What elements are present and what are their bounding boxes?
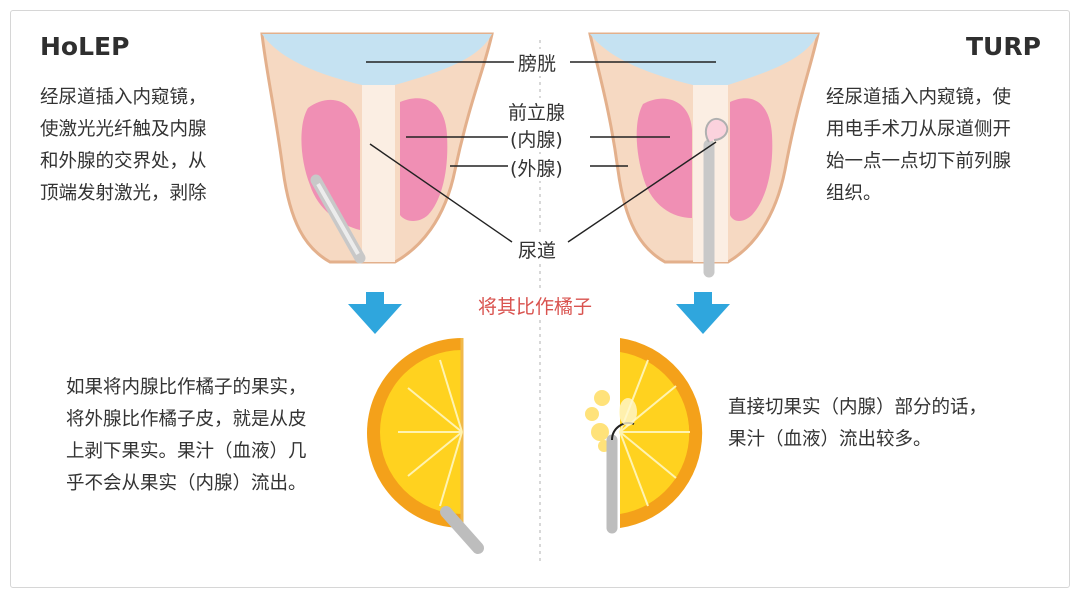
- holep-inner-gland-right: [400, 98, 448, 222]
- down-arrow-left-icon: [348, 292, 402, 334]
- turp-inner-gland-left: [636, 98, 692, 218]
- label-outer-gland: (外腺): [508, 154, 565, 181]
- holep-orange-icon: [367, 338, 484, 554]
- middle-caption: 将其比作橘子: [474, 292, 597, 319]
- holep-fiber: [440, 506, 484, 554]
- down-arrow-right-icon: [676, 292, 730, 334]
- label-urethra: 尿道: [516, 236, 559, 263]
- turp-loop: [704, 117, 729, 143]
- label-bladder: 膀胱: [516, 49, 559, 76]
- holep-description: 经尿道插入内窥镜， 使激光光纤触及内腺 和外腺的交界处，从 顶端发射激光，剥除: [40, 87, 207, 204]
- holep-analogy: 如果将内腺比作橘子的果实， 将外腺比作橘子皮，就是从皮 上剥下果实。果汁（血液）…: [66, 377, 307, 494]
- turp-title: TURP: [966, 32, 1041, 61]
- holep-urethra: [362, 85, 395, 262]
- holep-title: HoLEP: [40, 32, 130, 61]
- turp-orange-icon: [585, 338, 703, 534]
- label-prostate: 前立腺: [506, 98, 568, 125]
- turp-inner-gland-right: [730, 98, 773, 222]
- turp-anatomy: [588, 32, 820, 278]
- holep-inner-gland-left: [301, 99, 360, 230]
- turp-description: 经尿道插入内窥镜，使 用电手术刀从尿道侧开 始一点一点切下前列腺 组织。: [826, 87, 1012, 204]
- turp-analogy: 直接切果实（内腺）部分的话， 果汁（血液）流出较多。: [728, 397, 988, 450]
- leader-lines: [366, 61, 717, 243]
- label-inner-gland: (内腺): [508, 125, 565, 152]
